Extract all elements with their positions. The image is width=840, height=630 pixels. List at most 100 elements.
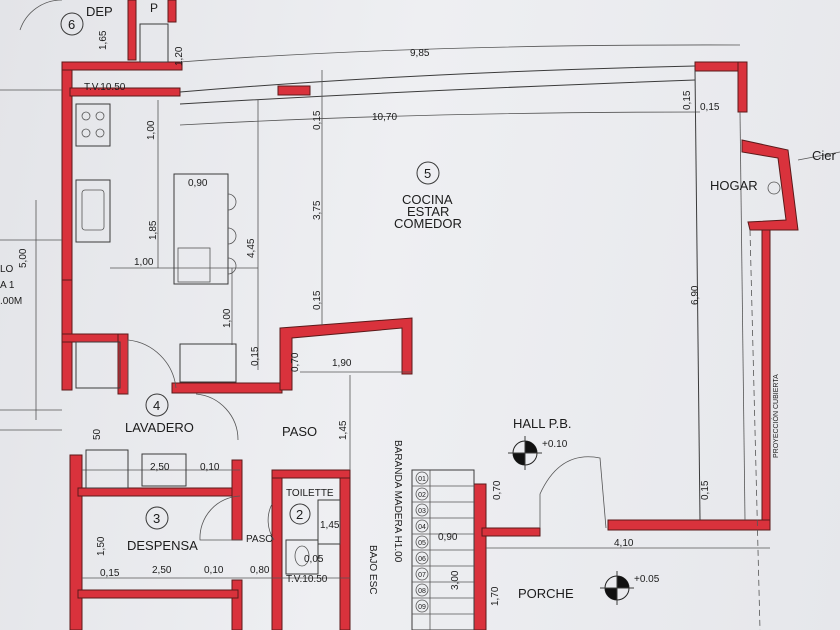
dim-070-b: 0,70 <box>492 480 503 500</box>
dim-100-a: 1,00 <box>146 120 157 140</box>
wall-despensa-right <box>231 459 243 541</box>
dim-line-985 <box>179 44 741 63</box>
dim-445: 4,45 <box>246 238 257 258</box>
stair-step-circle <box>415 583 429 597</box>
wall-toilette-top <box>271 469 351 479</box>
stair-step-circle <box>415 599 429 613</box>
wall-ne-right <box>737 61 748 113</box>
dimensions: 9,85 10,70 0,15 0,15 0,15 3,75 0,15 6,90… <box>92 30 720 606</box>
stair-step-number: 03 <box>418 508 426 515</box>
label-hall: HALL P.B. <box>513 416 572 431</box>
door-despensa <box>199 495 242 541</box>
dim-185: 1,85 <box>148 220 159 240</box>
wall-north-outer <box>179 65 696 93</box>
hogar-flue <box>767 181 781 195</box>
toilet-bowl <box>294 545 310 567</box>
dim-100-b: 1,00 <box>134 257 154 268</box>
burner-2 <box>95 111 105 121</box>
laundry-sink <box>85 449 129 489</box>
dim-080: 0,80 <box>250 565 270 576</box>
fence-line <box>797 151 840 161</box>
burner-1 <box>81 111 91 121</box>
burner-3 <box>81 128 91 138</box>
island-cabinet <box>177 247 211 283</box>
wall-north-inner <box>179 79 696 105</box>
stove <box>75 103 111 147</box>
stair-step-number: 02 <box>418 492 426 499</box>
dim-170: 1,70 <box>490 586 501 606</box>
dim-015-b: 0,15 <box>682 90 693 110</box>
wall-east-inner <box>694 69 701 521</box>
level-marker-hall <box>508 436 542 470</box>
dim-300: 3,00 <box>450 570 461 590</box>
room-6-circle <box>60 12 84 36</box>
door-lavadero <box>127 339 177 394</box>
label-tv-bottom: T.V.10.50 <box>286 574 328 585</box>
stair-step-number: 08 <box>418 588 426 595</box>
kitchen-island <box>173 173 229 285</box>
wall-south-hall <box>607 519 771 531</box>
room-4-circle <box>145 393 169 417</box>
wall-window-pier <box>277 85 311 96</box>
stair-step-number: 09 <box>418 604 426 611</box>
wall-despensa-bottom <box>77 589 239 599</box>
dim-010-a: 0,10 <box>200 462 220 473</box>
dim-145-b: 1,45 <box>320 520 340 531</box>
label-proyeccion: PROYECCIÓN CUBIERTA <box>771 374 780 458</box>
projection-line <box>749 229 761 630</box>
dim-190: 1,90 <box>332 358 352 369</box>
kitchen-sink <box>75 179 111 243</box>
stair-step-circle <box>415 487 429 501</box>
island-stools <box>227 193 237 275</box>
door-dep <box>19 0 62 31</box>
dim-015-d: 0,15 <box>312 290 323 310</box>
stair-step-circle <box>415 503 429 517</box>
room-name-comedor: COMEDOR <box>394 216 462 231</box>
wall-lav-top <box>171 382 283 394</box>
label-baranda: BARANDA MADERA H1.00 <box>392 440 403 563</box>
room-2-circle <box>289 503 311 525</box>
dim-015-a: 0,15 <box>312 110 323 130</box>
wash-unit <box>179 343 237 383</box>
stair-step-circle <box>415 567 429 581</box>
toilette-basin <box>317 499 341 545</box>
dim-015-f: 0,15 <box>250 346 261 366</box>
dim-120: 1,20 <box>174 46 185 66</box>
wall-east <box>761 229 771 531</box>
wall-despensa-right-low <box>231 579 243 630</box>
room-number-6: 6 <box>68 17 75 32</box>
label-paso-1: PASO <box>282 424 317 439</box>
dep-fixture <box>139 23 169 63</box>
wall-dep-right <box>127 0 137 61</box>
sink-basin <box>81 189 105 231</box>
dim-015-c: 0,15 <box>700 102 720 113</box>
walls <box>61 0 799 630</box>
left-label-a1: A 1 <box>0 280 15 291</box>
wall-despensa-top <box>77 487 239 497</box>
room-number-2: 2 <box>296 507 303 522</box>
dim-165: 1,65 <box>98 30 109 50</box>
level-marker-porche <box>600 571 634 605</box>
dim-50: 50 <box>92 428 103 440</box>
wall-toilette-right <box>339 469 351 630</box>
dim-690: 6,90 <box>690 285 701 305</box>
dim-250-b: 2,50 <box>152 565 172 576</box>
label-paso-2: PASO <box>246 534 273 545</box>
room-number-4: 4 <box>153 398 160 413</box>
dim-985: 9,85 <box>410 48 430 59</box>
dim-east-outer <box>739 111 746 521</box>
room-name-cocina: COCINA <box>402 192 453 207</box>
stair-step-circle <box>415 471 429 485</box>
dim-1070: 10,70 <box>372 112 397 123</box>
burner-4 <box>95 128 105 138</box>
stair-step-circle <box>415 519 429 533</box>
wall-kitchen-top <box>61 61 183 71</box>
laundry-tub <box>141 453 187 487</box>
wall-west-kitchen <box>61 61 73 303</box>
wall-west-low <box>69 454 83 630</box>
dim-line-1070 <box>179 111 701 126</box>
dim-015-e: 0,15 <box>700 480 711 500</box>
